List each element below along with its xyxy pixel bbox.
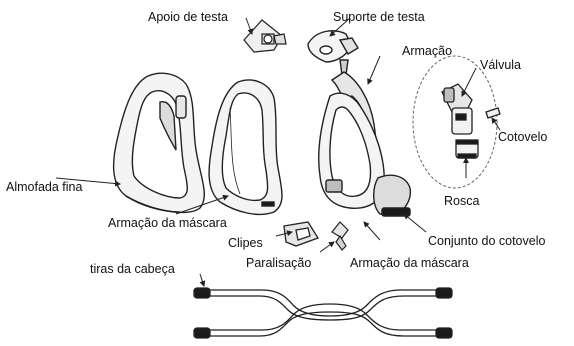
swivel-ring-part <box>456 140 478 158</box>
label-elbow-assembly: Conjunto do cotovelo <box>428 234 545 248</box>
valve-elbow-part <box>442 84 500 134</box>
label-elbow: Cotovelo <box>498 130 547 144</box>
thin-cushion-part <box>114 73 205 212</box>
label-clips: Clipes <box>228 236 263 250</box>
label-valve: Válvula <box>480 58 521 72</box>
label-headgear: tiras da cabeça <box>90 262 175 276</box>
label-mask-frame-right: Armação da máscara <box>350 256 469 270</box>
label-frame: Armação <box>402 44 452 58</box>
label-stop: Paralisação <box>246 256 311 270</box>
mask-frame-left-part <box>209 80 282 214</box>
clips-part <box>284 222 318 246</box>
label-swivel-ring: Rosca <box>444 194 479 208</box>
label-forehead-support: Suporte de testa <box>333 10 425 24</box>
headgear-straps-part <box>194 288 452 338</box>
label-thin-cushion: Almofada fina <box>6 180 82 194</box>
label-mask-frame-left: Armação da máscara <box>108 216 227 230</box>
stop-clip-part <box>332 222 348 250</box>
forehead-pad-part <box>244 20 286 52</box>
assembled-mask-part <box>308 31 410 216</box>
label-forehead-pad: Apoio de testa <box>148 10 228 24</box>
